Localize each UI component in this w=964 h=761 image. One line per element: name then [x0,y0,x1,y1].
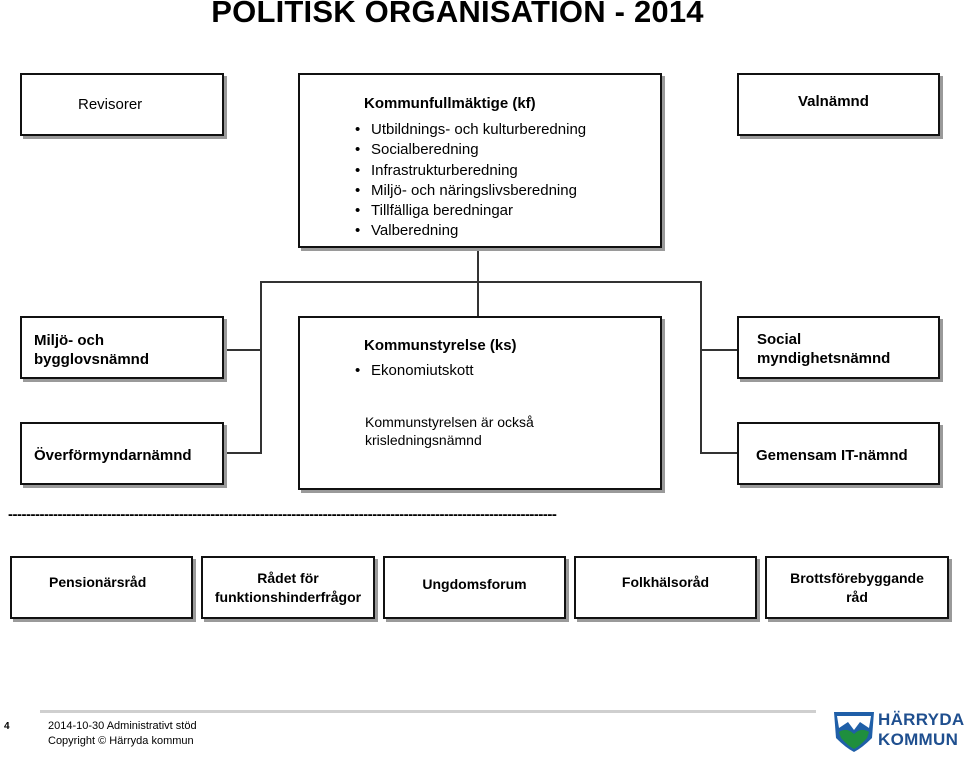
miljo-label-line2: bygglovsnämnd [34,351,150,368]
ks-title: Kommunstyrelse (ks) [364,337,517,354]
miljo-label-line1: Miljö- och [34,332,104,349]
list-item: Tillfälliga beredningar [355,201,586,222]
logo-text-line1: HÄRRYDA [878,710,964,729]
footer-date: 2014-10-30 Administrativt stöd [48,720,197,732]
miljo-bygglovsnamnd-box: Miljö- och bygglovsnämnd [20,316,224,379]
revisorer-label: Revisorer [78,96,143,113]
brott-label-line1: Brottsförebyggande [790,570,924,586]
valnamnd-label: Valnämnd [798,93,869,110]
kommunstyrelse-box: Kommunstyrelse (ks) Ekonomiutskott Kommu… [298,316,662,490]
connector-miljo [224,349,262,351]
connector-kf-down [477,247,479,282]
folkhalsorad-box: Folkhälsoråd [574,556,757,619]
overformyndar-label: Överförmyndarnämnd [34,447,192,464]
brott-label-line2: råd [846,589,868,605]
page-number: 4 [4,721,10,732]
pensionarsrad-label: Pensionärsråd [49,574,147,590]
ungdomsforum-box: Ungdomsforum [383,556,566,619]
social-label-line2: myndighetsnämnd [757,350,891,367]
logo-text-line2: KOMMUN [878,730,959,749]
kf-committee-list: Utbildnings- och kulturberedning Socialb… [355,120,586,242]
list-item: Valberedning [355,221,586,242]
connector-horizontal [260,281,702,283]
ungdomsforum-label: Ungdomsforum [422,576,527,592]
ks-note-line1: Kommunstyrelsen är också [365,414,534,430]
connector-left-vertical [260,281,262,453]
radet-label-line1: Rådet för [257,570,319,586]
connector-overformyndar [224,452,262,454]
footer-divider [40,710,816,713]
list-item: Socialberedning [355,140,586,161]
valnamnd-box: Valnämnd [737,73,940,136]
list-item: Infrastrukturberedning [355,161,586,182]
harryda-logo: HÄRRYDA KOMMUN [832,706,964,758]
page-title: POLITISK ORGANISATION - 2014 [211,0,704,29]
radet-funktionshinder-box: Rådet för funktionshinderfrågor [201,556,375,619]
revisorer-box: Revisorer [20,73,224,136]
social-label-line1: Social [757,331,802,348]
harryda-logo-icon [834,712,874,752]
list-item: Utbildnings- och kulturberedning [355,120,586,141]
connector-social [700,349,738,351]
it-namnd-label: Gemensam IT-nämnd [756,447,908,464]
dashed-separator: ----------------------------------------… [8,506,557,523]
brottsforebyggande-box: Brottsförebyggande råd [765,556,949,619]
it-namnd-box: Gemensam IT-nämnd [737,422,940,485]
list-item: Ekonomiutskott [355,361,474,382]
radet-label-line2: funktionshinderfrågor [214,589,362,605]
overformyndarnamnd-box: Överförmyndarnämnd [20,422,224,485]
ks-note-line2: krisledningsnämnd [365,432,482,448]
kf-title: Kommunfullmäktige (kf) [364,95,536,112]
connector-it [700,452,738,454]
connector-right-vertical [700,281,702,453]
pensionarsrad-box: Pensionärsråd [10,556,193,619]
ks-committee-list: Ekonomiutskott [355,361,474,382]
list-item: Miljö- och näringslivsberedning [355,181,586,202]
footer-copyright: Copyright © Härryda kommun [48,735,194,747]
connector-ks-down [477,281,479,317]
kommunfullmaktige-box: Kommunfullmäktige (kf) Utbildnings- och … [298,73,662,248]
social-myndighetsnamnd-box: Social myndighetsnämnd [737,316,940,379]
folkhalsorad-label: Folkhälsoråd [621,574,710,590]
